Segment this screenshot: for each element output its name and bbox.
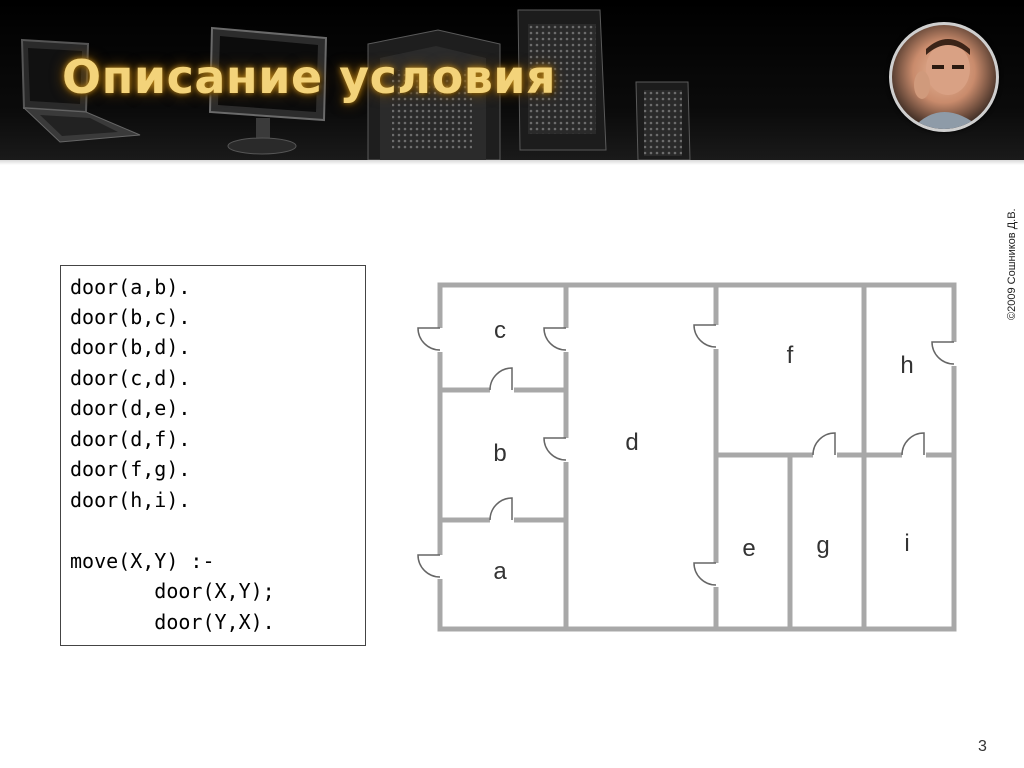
- room-label-d: d: [625, 429, 638, 456]
- server-tower-icon: [635, 81, 691, 160]
- code-line: move(X,Y) :-: [70, 549, 215, 573]
- code-line: door(X,Y);: [70, 579, 275, 603]
- code-line: door(d,f).: [70, 427, 191, 451]
- slide-header: Описание условия: [0, 0, 1024, 160]
- code-line: door(h,i).: [70, 488, 191, 512]
- server-tower-icon: [367, 29, 501, 160]
- room-label-f: f: [787, 342, 794, 369]
- room-label-c: c: [494, 317, 506, 344]
- code-line: door(Y,X).: [70, 610, 275, 634]
- floor-plan-diagram: c b a d f h e g i: [417, 282, 959, 632]
- code-line: door(f,g).: [70, 457, 191, 481]
- person-icon: [912, 39, 982, 129]
- laptop-icon: [20, 38, 141, 143]
- code-line: door(b,c).: [70, 305, 191, 329]
- room-label-g: g: [816, 532, 829, 559]
- code-line: door(d,e).: [70, 396, 191, 420]
- code-line: door(a,b).: [70, 275, 191, 299]
- copyright-text: ©2009 Сошников Д.В.: [1006, 208, 1018, 320]
- computer-equipment-illustration: [20, 9, 691, 160]
- code-listing: door(a,b). door(b,c). door(b,d). door(c,…: [60, 265, 366, 646]
- monitor-icon: [208, 26, 328, 155]
- floor-plan-doors: [417, 324, 959, 587]
- header-divider: [0, 160, 1024, 165]
- page-number: 3: [978, 738, 987, 755]
- author-avatar: [889, 22, 999, 132]
- room-label-i: i: [904, 530, 909, 557]
- room-label-b: b: [493, 440, 506, 467]
- room-label-h: h: [900, 352, 913, 379]
- slide-title: Описание условия: [62, 50, 557, 104]
- server-tower-icon: [517, 9, 607, 151]
- code-line: door(b,d).: [70, 335, 191, 359]
- room-label-a: a: [493, 558, 507, 585]
- author-photo: [892, 25, 996, 129]
- code-line: door(c,d).: [70, 366, 191, 390]
- room-label-e: e: [742, 535, 755, 562]
